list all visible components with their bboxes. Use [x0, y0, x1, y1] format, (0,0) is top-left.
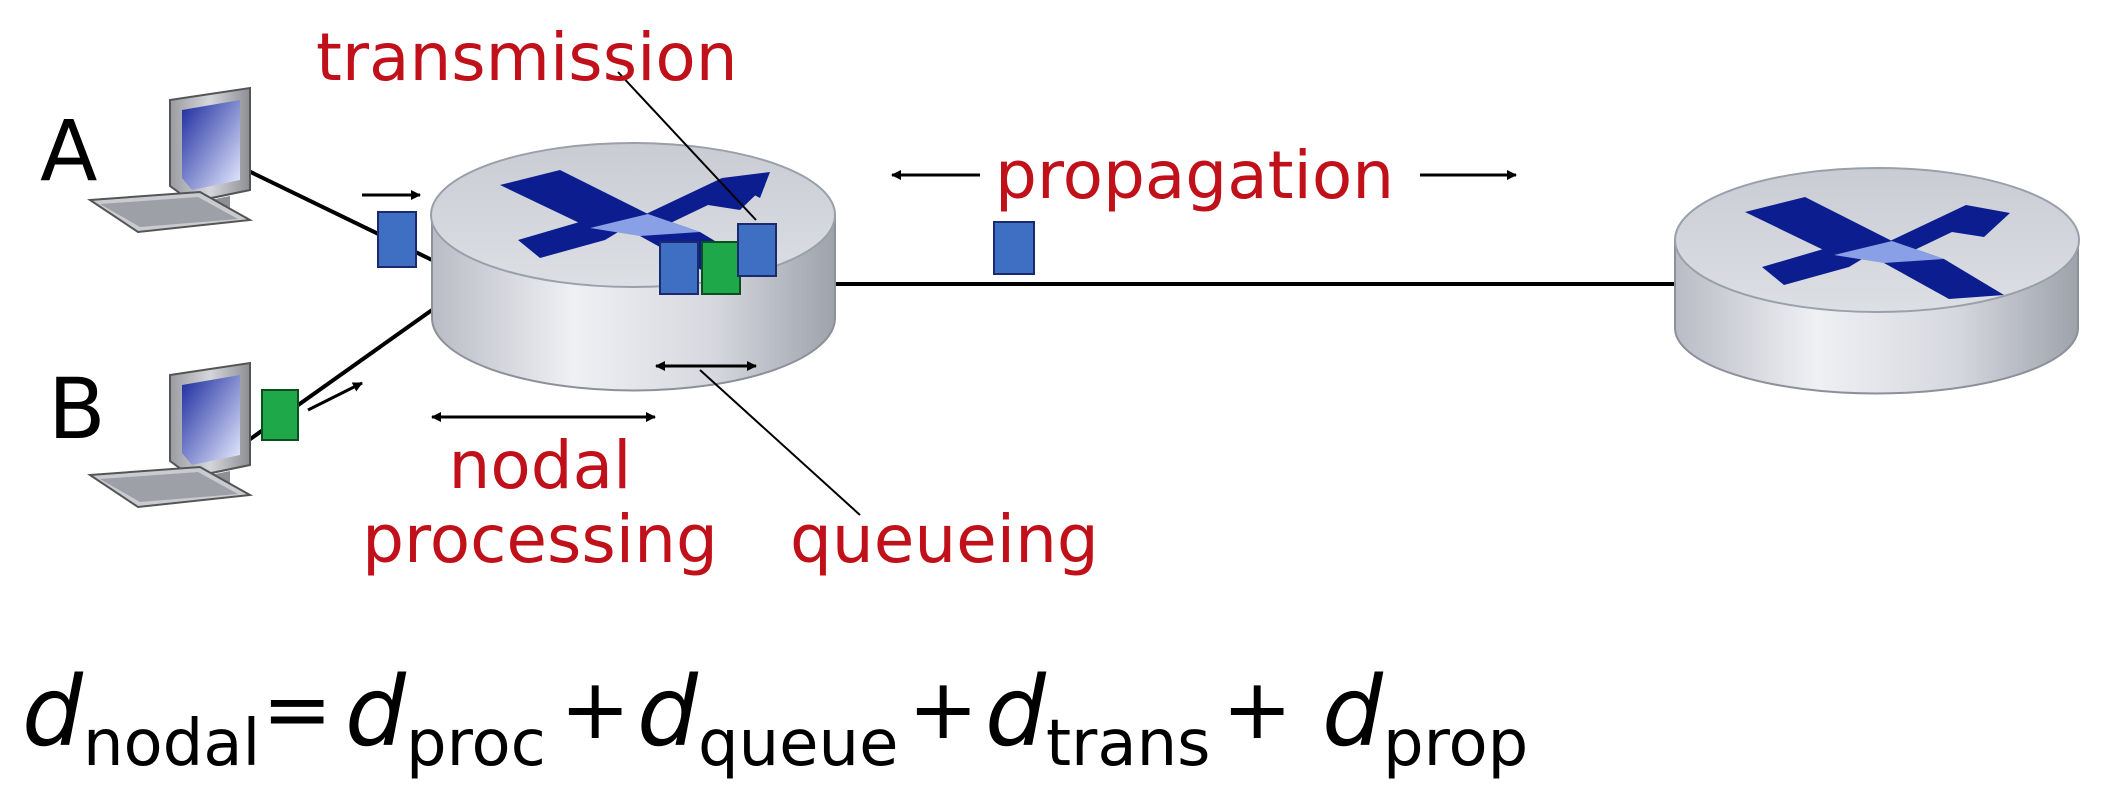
- packet-queued-1: [659, 241, 699, 295]
- transmission-label: transmission: [316, 19, 738, 96]
- packet-arriving-a: [377, 211, 417, 268]
- equation-d-prop: dprop: [1322, 656, 1528, 781]
- transmission-leader-line: [617, 71, 757, 221]
- packet-propagating: [993, 221, 1035, 275]
- host-a-computer-icon: [87, 86, 254, 234]
- router-1-router-icon: [430, 142, 836, 392]
- equation-d-queue: dqueue: [637, 656, 898, 781]
- nodal-processing-label-line1: nodal: [449, 427, 632, 504]
- equation-plus-1: +: [560, 660, 630, 758]
- queueing-leader-line: [699, 369, 861, 516]
- packet-queued-2: [701, 241, 741, 295]
- equation-plus-3: +: [1222, 660, 1292, 758]
- packet-arriving-b: [261, 389, 299, 441]
- propagation-label: propagation: [995, 137, 1394, 214]
- queueing-label: queueing: [790, 501, 1099, 578]
- equation-d-nodal: dnodal: [22, 656, 260, 781]
- host-b-computer-icon: [87, 361, 254, 509]
- equation-plus-2: +: [908, 660, 978, 758]
- equation-equals: =: [262, 660, 332, 758]
- nodal-delay-equation: dnodal = dproc + dqueue + dtrans + dprop: [22, 656, 1528, 781]
- equation-d-trans: dtrans: [985, 656, 1210, 781]
- equation-d-proc: dproc: [345, 656, 546, 781]
- router-2-router-icon: [1674, 167, 2080, 395]
- arrow-b-incoming: [307, 381, 363, 412]
- eq-var-d: d: [22, 656, 84, 768]
- packet-transmitting: [737, 223, 777, 277]
- host-b-label: B: [48, 360, 106, 458]
- host-a-label: A: [40, 102, 97, 200]
- router-2-cross-icon: [1745, 197, 2010, 299]
- nodal-processing-label-line2: processing: [362, 501, 718, 578]
- eq-sub-nodal: nodal: [83, 707, 260, 781]
